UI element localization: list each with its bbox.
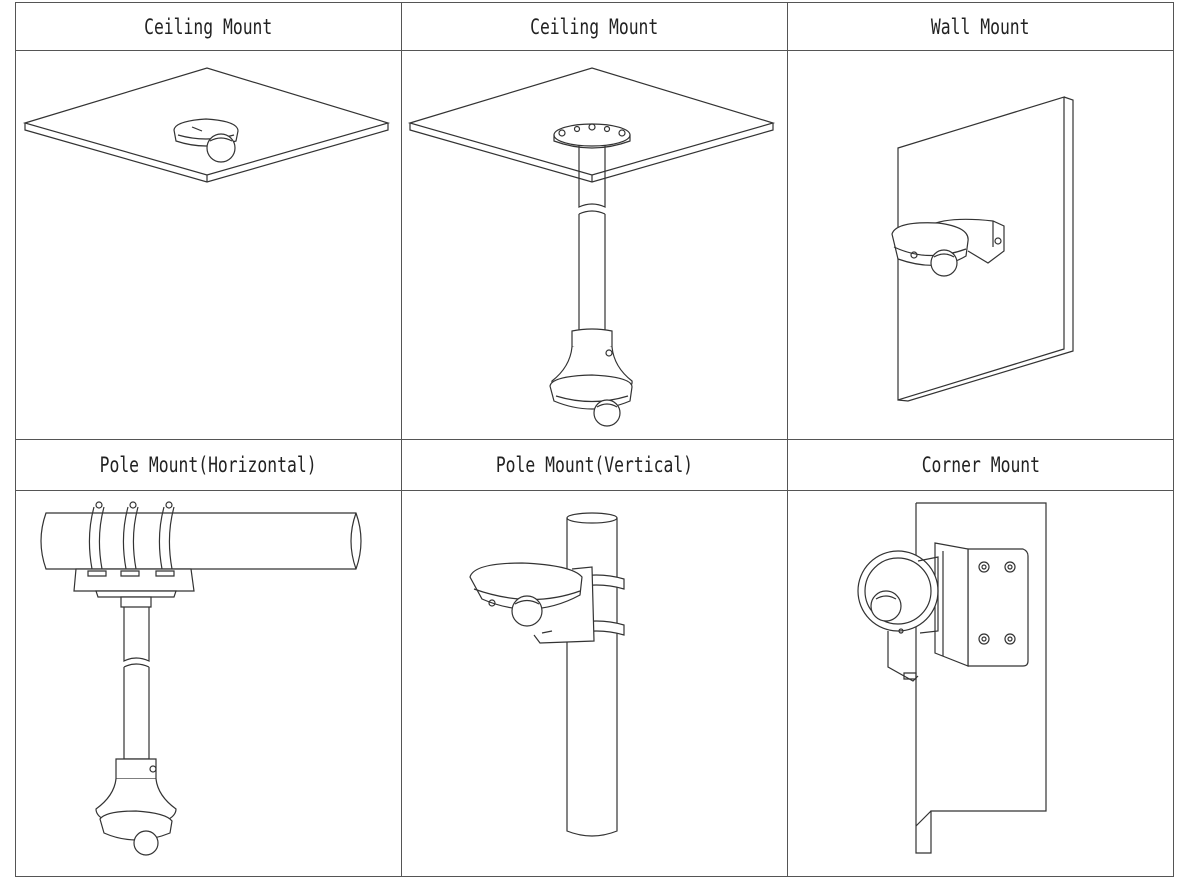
mount-options-table: Ceiling Mount Ceiling Mount Wall Mount	[15, 2, 1174, 877]
header-cell-wall-mount: Wall Mount	[788, 3, 1173, 51]
pole-mount-horizontal-label: Pole Mount(Horizontal)	[100, 453, 317, 477]
ceiling-mount-pendant-label: Ceiling Mount	[530, 14, 659, 39]
pole-mount-vertical-illustration	[402, 491, 788, 876]
pole-vertical-drawing-cell	[402, 491, 788, 876]
wall-mount-illustration	[788, 51, 1173, 440]
pole-mount-horizontal-illustration	[16, 491, 402, 876]
ceiling-mount-illustration	[16, 51, 402, 440]
corner-mount-label: Corner Mount	[921, 453, 1040, 477]
pole-mount-vertical-label: Pole Mount(Vertical)	[495, 453, 694, 477]
corner-mount-illustration	[788, 491, 1173, 876]
header-cell-ceiling-mount-2: Ceiling Mount	[402, 3, 788, 51]
ceiling-mount-label: Ceiling Mount	[144, 14, 273, 39]
header-cell-ceiling-mount-1: Ceiling Mount	[16, 3, 402, 51]
header-cell-pole-mount-horizontal: Pole Mount(Horizontal)	[16, 440, 402, 491]
pole-horizontal-drawing-cell	[16, 491, 402, 876]
ceiling-pendant-drawing-cell	[402, 51, 788, 440]
corner-mount-drawing-cell	[788, 491, 1173, 876]
wall-mount-label: Wall Mount	[931, 14, 1030, 39]
ceiling-mount-drawing-cell	[16, 51, 402, 440]
header-cell-pole-mount-vertical: Pole Mount(Vertical)	[402, 440, 788, 491]
ceiling-pendant-illustration	[402, 51, 788, 440]
header-cell-corner-mount: Corner Mount	[788, 440, 1173, 491]
wall-mount-drawing-cell	[788, 51, 1173, 440]
